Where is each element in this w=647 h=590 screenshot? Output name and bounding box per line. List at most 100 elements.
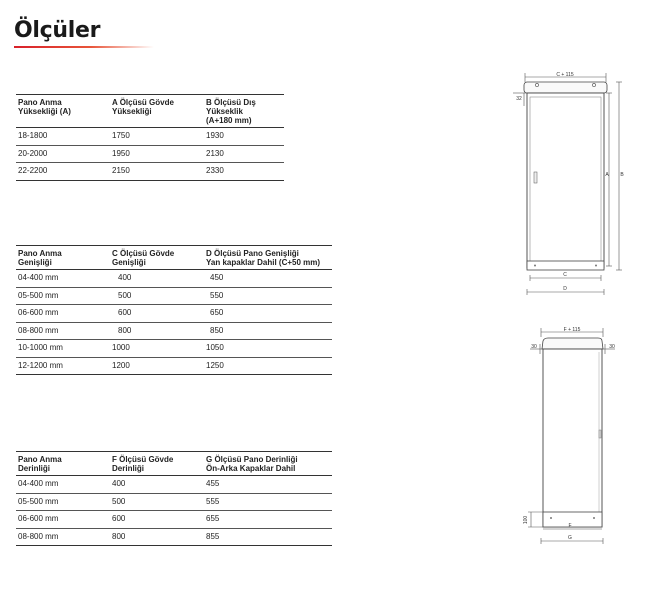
header-line: Yüksekliği (A) — [18, 107, 71, 116]
header-line: D Ölçüsü Pano Genişliği — [206, 249, 299, 258]
table-row: 05-500 mm 500 550 — [16, 287, 332, 305]
height-table-header-3: B Ölçüsü Dış Yükseklik(A+180 mm) — [204, 94, 284, 128]
table-cell: 06-600 mm — [16, 510, 110, 529]
table-cell: 08-800 mm — [16, 322, 110, 340]
header-line: C Ölçüsü Gövde — [112, 249, 175, 258]
table-row: 10-1000 mm 1000 1050 — [16, 339, 332, 358]
table-cell: 600 — [110, 304, 204, 323]
table-cell: 655 — [204, 510, 332, 529]
plinth-screw — [550, 517, 552, 519]
header-line: G Ölçüsü Pano Derinliği — [206, 455, 298, 464]
table-cell: 855 — [204, 528, 332, 546]
table-cell: 2330 — [204, 162, 284, 181]
header-line: Genişliği — [18, 258, 52, 267]
table-cell: 600 — [110, 510, 204, 529]
table-row: 06-600 mm 600 655 — [16, 510, 332, 529]
header-line: Yüksekliği — [112, 107, 152, 116]
plinth-screw — [534, 264, 536, 267]
side-top-label: F + 115 — [564, 327, 581, 333]
table-cell: 1950 — [110, 145, 204, 163]
table-cell: 2150 — [110, 162, 204, 181]
header-line: (A+180 mm) — [206, 116, 252, 125]
header-line: Pano Anma — [18, 249, 62, 258]
table-row: 22-2200 2150 2330 — [16, 162, 284, 181]
side-left-label: 30 — [531, 344, 537, 350]
cabinet-plinth — [526, 260, 605, 271]
table-row: 20-2000 1950 2130 — [16, 145, 284, 163]
header-line: B Ölçüsü Dış Yükseklik — [206, 98, 256, 116]
table-cell: 455 — [204, 475, 332, 494]
title-underline — [14, 46, 154, 48]
side-bottom-label: 100 — [523, 516, 529, 525]
table-cell: 555 — [204, 493, 332, 511]
page-title: Ölçüler — [14, 18, 101, 43]
table-cell: 1930 — [204, 127, 284, 146]
front-top-label: C + 115 — [556, 72, 573, 78]
table-cell: 2130 — [204, 145, 284, 163]
table-cell: 20-2000 — [16, 145, 110, 163]
table-row: 08-800 mm 800 850 — [16, 322, 332, 340]
cabinet-roof — [541, 337, 604, 350]
table-row: 08-800 mm 800 855 — [16, 528, 332, 546]
table-cell: 05-500 mm — [16, 287, 110, 305]
table-cell: 1750 — [110, 127, 204, 146]
front-b-label: B — [620, 172, 624, 178]
table-cell: 1250 — [204, 357, 332, 375]
table-cell: 800 — [110, 528, 204, 546]
table-cell: 800 — [110, 322, 204, 340]
table-row: 18-1800 1750 1930 — [16, 127, 284, 146]
table-row: 12-1200 mm 1200 1250 — [16, 357, 332, 375]
table-cell: 06-600 mm — [16, 304, 110, 323]
table-cell: 18-1800 — [16, 127, 110, 146]
table-cell: 450 — [204, 269, 332, 288]
cabinet-front-diagram: C + 115 32 A B C D — [513, 72, 624, 295]
table-cell: 10-1000 mm — [16, 339, 110, 358]
door-handle — [533, 171, 538, 184]
table-cell: 04-400 mm — [16, 269, 110, 288]
front-c-label: C — [563, 272, 567, 278]
header-line: Ön-Arka Kapaklar Dahil — [206, 464, 296, 473]
table-row: 04-400 mm 400 450 — [16, 269, 332, 288]
table-cell: 500 — [110, 493, 204, 511]
front-side-label: 32 — [516, 96, 522, 102]
table-cell: 1050 — [204, 339, 332, 358]
header-line: F Ölçüsü Gövde — [112, 455, 174, 464]
side-g-label: G — [568, 535, 572, 541]
header-line: A Ölçüsü Gövde — [112, 98, 174, 107]
header-line: Pano Anma — [18, 455, 62, 464]
table-cell: 400 — [110, 475, 204, 494]
table-cell: 550 — [204, 287, 332, 305]
header-line: Derinliği — [18, 464, 51, 473]
table-row: 04-400 mm 400 455 — [16, 475, 332, 494]
table-cell: 05-500 mm — [16, 493, 110, 511]
side-hinge — [598, 429, 602, 439]
lifting-eye — [535, 83, 539, 87]
header-line: Derinliği — [112, 464, 145, 473]
table-cell: 1200 — [110, 357, 204, 375]
header-line: Yan kapaklar Dahil (C+50 mm) — [206, 258, 321, 267]
table-cell: 04-400 mm — [16, 475, 110, 494]
table-cell: 650 — [204, 304, 332, 323]
side-right-label: 30 — [609, 344, 615, 350]
table-cell: 12-1200 mm — [16, 357, 110, 375]
table-cell: 500 — [110, 287, 204, 305]
table-cell: 400 — [110, 269, 204, 288]
cabinet-plinth — [542, 511, 603, 528]
table-cell: 08-800 mm — [16, 528, 110, 546]
side-f-label: F — [568, 523, 571, 529]
header-line: Genişliği — [112, 258, 146, 267]
table-cell: 22-2200 — [16, 162, 110, 181]
plinth-screw — [593, 517, 595, 519]
front-a-label: A — [605, 172, 609, 178]
